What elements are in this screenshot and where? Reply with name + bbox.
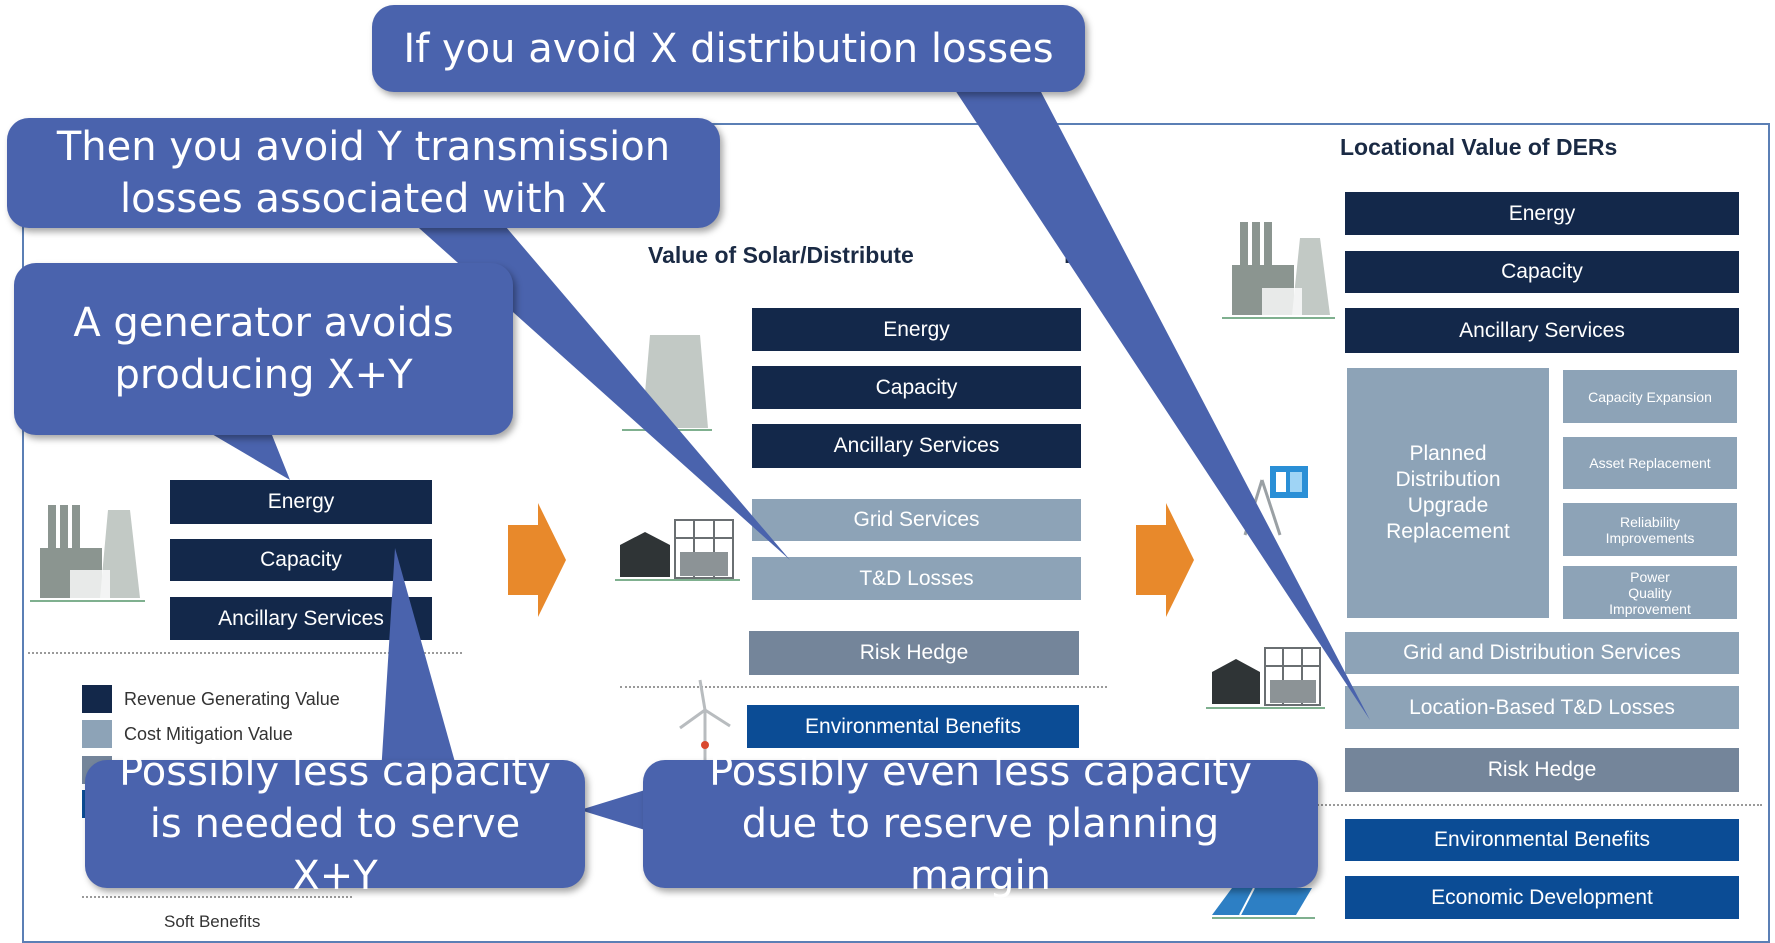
legend-cost-swatch — [82, 720, 112, 748]
callout-transmission-losses: Then you avoid Y transmission losses ass… — [7, 118, 720, 228]
left-ancillary-bar: Ancillary Services — [170, 597, 432, 640]
legend-cost-label: Cost Mitigation Value — [124, 724, 293, 744]
forward-arrow-icon — [508, 503, 566, 617]
right-capacity-bar: Capacity — [1345, 251, 1739, 293]
right-energy-bar: Energy — [1345, 192, 1739, 235]
substation-icon — [1206, 647, 1325, 709]
middle-ancillary-bar: Ancillary Services — [752, 424, 1081, 468]
right-divider — [1210, 804, 1762, 806]
callout-tail — [580, 790, 645, 830]
power-plant-icon — [1222, 222, 1335, 319]
callout-reserve-margin: Possibly even less capacity due to reser… — [643, 749, 1318, 899]
asset-replacement-box: Asset Replacement — [1563, 437, 1737, 489]
middle-td-losses-bar: T&D Losses — [752, 557, 1081, 600]
capacity-expansion-box: Capacity Expansion — [1563, 370, 1737, 423]
middle-risk-hedge-bar: Risk Hedge — [749, 631, 1079, 675]
callout-tail — [380, 548, 460, 790]
middle-environmental-bar: Environmental Benefits — [747, 705, 1079, 748]
middle-energy-bar: Energy — [752, 308, 1081, 351]
power-quality-box: Power Quality Improvement — [1563, 566, 1737, 619]
forward-arrow-icon — [1136, 503, 1194, 617]
reliability-improvements-box: Reliability Improvements — [1563, 503, 1737, 556]
solar-panel-icon — [1212, 887, 1315, 919]
left-capacity-bar: Capacity — [170, 539, 432, 581]
middle-heading-start: Value of Solar/Distribute — [648, 242, 914, 268]
planned-distribution-block: Planned Distribution Upgrade Replacement — [1347, 368, 1549, 618]
callout-generator: A generator avoids producing X+Y — [14, 263, 513, 435]
left-divider — [28, 652, 462, 654]
right-risk-hedge-bar: Risk Hedge — [1345, 748, 1739, 792]
callout-tail — [955, 90, 1370, 720]
legend-revenue-swatch — [82, 685, 112, 713]
callout-less-capacity: Possibly less capacity is needed to serv… — [85, 749, 585, 899]
location-td-losses-bar: Location-Based T&D Losses — [1345, 686, 1739, 729]
power-plant-icon — [30, 505, 145, 602]
soft-benefits-divider — [82, 896, 352, 898]
right-environmental-bar: Environmental Benefits — [1345, 819, 1739, 861]
callout-distribution-losses: If you avoid X distribution losses — [372, 5, 1085, 92]
ev-charger-icon — [1243, 466, 1308, 536]
legend-revenue-label: Revenue Generating Value — [124, 689, 340, 709]
left-energy-bar: Energy — [170, 480, 432, 524]
wind-turbine-icon — [679, 679, 731, 760]
economic-development-bar: Economic Development — [1345, 876, 1739, 919]
soft-benefits-label: Soft Benefits — [164, 912, 261, 931]
middle-divider — [620, 686, 1107, 688]
callout-tail — [205, 430, 290, 480]
middle-capacity-bar: Capacity — [752, 366, 1081, 409]
grid-distribution-services-bar: Grid and Distribution Services — [1345, 632, 1739, 674]
middle-grid-services-bar: Grid Services — [752, 499, 1081, 541]
right-heading: Locational Value of DERs — [1340, 134, 1618, 160]
right-ancillary-bar: Ancillary Services — [1345, 308, 1739, 353]
substation-icon — [615, 519, 740, 581]
